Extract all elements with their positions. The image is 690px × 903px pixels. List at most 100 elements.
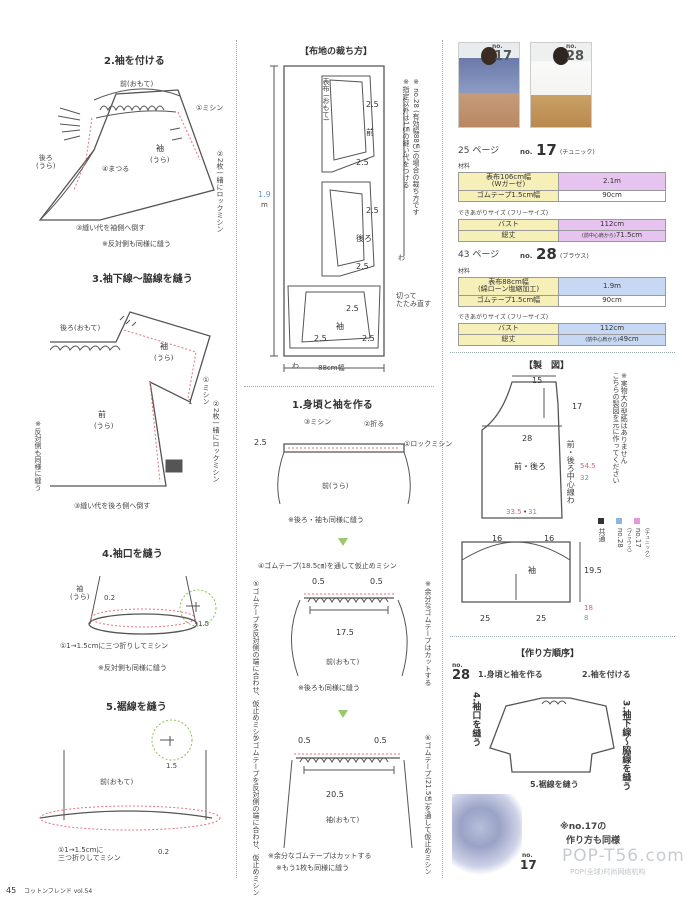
item17-size-1-name: 総丈	[458, 230, 559, 242]
order-s5: 5.裾線を縫う	[530, 780, 579, 789]
mid-step1-left-v: ⑤ゴムテープを反対側の端に合わせ、仮止めミシン	[252, 580, 261, 742]
step4-d15: 1.5	[198, 620, 210, 628]
table-row: バスト 112cm	[458, 219, 666, 231]
cutting-wa: わ	[398, 254, 405, 262]
pattern-s8: 8	[584, 614, 589, 622]
step5-d15: 1.5	[166, 762, 178, 770]
item28-materials-table: 表布88cm幅 (綿ローン塩縮加工) 1.9m ゴムテープ1.5cm幅 90cm	[458, 277, 666, 307]
item17-no-label: no.	[520, 148, 533, 156]
pattern-d335: 33.5	[506, 508, 522, 516]
cutting-wa-bottom: わ	[292, 362, 299, 370]
pattern-diagram	[461, 375, 581, 603]
photo17-no: 17	[494, 49, 513, 64]
photo17-order-no: 17	[520, 858, 537, 872]
table-row: 表布88cm幅 (綿ローン塩縮加工) 1.9m	[458, 277, 666, 296]
step3-opposite-note: ※反対側も同様に縫う	[34, 420, 43, 491]
cutting-n25b: 2.5	[356, 158, 369, 167]
pattern-s195: 19.5	[584, 566, 602, 575]
item17-materials-table: 表布106cm幅 (Wガーゼ) 2.1m ゴムテープ1.5cm幅 90cm	[458, 172, 666, 202]
item17-size-0-name: バスト	[458, 219, 559, 231]
section-divider-right-a	[450, 352, 675, 353]
item17-no: 17	[536, 141, 557, 159]
step2-title: 2.袖を付ける	[104, 56, 165, 67]
pattern-d545: 54.5	[580, 462, 596, 470]
step4-sleeve-label: 袖 (うら)	[70, 585, 90, 602]
table-row: ゴムテープ1.5cm幅 90cm	[458, 189, 666, 202]
item17-size-1-value: 71.5cm	[615, 231, 643, 240]
pattern-d17: 17	[572, 402, 583, 411]
order-s2: 2.袖を付ける	[582, 670, 631, 679]
item28-size-1-note: (前中心肩から)	[585, 337, 620, 344]
pattern-body: 前・後ろ	[514, 462, 546, 471]
order-title: 【作り方順序】	[516, 649, 580, 659]
step3-sleeve-sub: (うら)	[154, 354, 174, 362]
photo28-no-label: no.	[566, 43, 577, 50]
cutting-n25d: 2.5	[356, 262, 369, 271]
pattern-d32: 32	[580, 474, 589, 482]
step3-sleeve-label: 袖	[160, 342, 168, 351]
pattern-d28: 28	[522, 434, 533, 443]
mid-step1-d05a: 0.5	[312, 577, 325, 586]
photo17-no-label: no.	[492, 43, 503, 50]
mid-step1-machine: ③ミシン	[304, 418, 332, 426]
cutting-n25f: 2.5	[314, 334, 327, 343]
step2-sleeve-label: 袖	[156, 144, 164, 153]
step3-num1: 1	[188, 398, 193, 406]
mid-step1b-diagram	[283, 753, 413, 849]
item28-no-label: no.	[520, 252, 533, 260]
pattern-s25b: 25	[536, 614, 547, 623]
mid-arrow-a	[338, 538, 348, 546]
step4-diagram	[88, 575, 217, 635]
cutting-fabric-label: 表布 (おもて)	[322, 78, 331, 121]
step3-diagram	[49, 311, 211, 487]
step2-serge-label: ②2枚一緒にロックミシン	[216, 150, 225, 233]
mid-step1b-note1: ※余分なゴムテープはカットする	[268, 852, 372, 860]
mid-step1-n25: 2.5	[254, 438, 267, 447]
order-no: 28	[452, 668, 471, 683]
step5-note: ①1→1.5cmに 三つ折りしてミシン	[58, 846, 121, 863]
model-photo-28	[530, 42, 592, 128]
pattern-note: ※実物大の型紙はありません こちらの製図を元に作ってください	[612, 372, 629, 484]
item17-size-label: できあがりサイズ (フリーサイズ)	[458, 210, 549, 217]
pattern-s16b: 16	[544, 534, 555, 543]
item17-kind: (チュニック)	[560, 149, 595, 156]
mid-step1b-sleeve: 袖(おもて)	[326, 816, 360, 824]
cutting-n25e: 2.5	[346, 304, 359, 313]
garment-photo-17	[452, 794, 522, 878]
pattern-s18: 18	[584, 604, 593, 612]
step4-title: 4.袖口を縫う	[102, 549, 163, 560]
pattern-dot: •	[523, 508, 528, 516]
watermark-sub: POP(全球)时尚网络机构	[570, 868, 646, 876]
legend-28: no.28	[616, 528, 625, 548]
step4-note: ①1→1.5cmに三つ折りしてミシン	[60, 642, 169, 650]
cutting-length-unit: m	[261, 201, 268, 209]
cutting-title: 【布地の裁ち方】	[300, 47, 373, 57]
legend-common: 共通	[598, 528, 607, 542]
pattern-s16a: 16	[492, 534, 503, 543]
mid-step1-elastic: ④ゴムテープ(18.5㎝)を通して仮止めミシン	[258, 562, 397, 570]
mid-step1-front-face: 前(おもて)	[326, 658, 360, 666]
step2-sleeve-sub: (うら)	[150, 156, 170, 164]
mid-step1-diagram	[277, 443, 411, 505]
cutting-note-b: ※指定以外は1㎝の縫い代をつける	[402, 78, 411, 189]
order-s4: 4.袖口を縫う	[470, 692, 481, 747]
step2-back-label: 後ろ (うら)	[36, 154, 56, 171]
step2-opposite-note: ※反対側も同様に縫う	[102, 240, 171, 248]
item17-material-1-name: ゴムテープ1.5cm幅	[458, 189, 559, 202]
step4-d02: 0.2	[104, 594, 116, 602]
legend-17: no.17	[634, 528, 643, 548]
mid-step1-back-note: ※後ろも同様に縫う	[298, 684, 360, 692]
item28-material-1-name: ゴムテープ1.5cm幅	[458, 294, 559, 307]
mid-step1b-left-v: ⑦ゴムテープを反対側の端に合わせ、仮止めミシン	[252, 734, 261, 896]
cutting-n25a: 2.5	[366, 100, 379, 109]
section-divider-right-b	[450, 636, 675, 637]
section-divider-middle	[244, 386, 434, 387]
mid-step1-cut-v: ※余分なゴムテープはカットする	[424, 580, 433, 686]
legend-17-sub: (チュニック)	[643, 528, 650, 557]
item28-no: 28	[536, 245, 557, 263]
item28-size-1-cell: (前中心肩から)49cm	[558, 334, 666, 346]
item17-sizes-table: バスト 112cm 総丈 (前中心肩から)71.5cm	[458, 219, 666, 242]
step5-title: 5.裾線を縫う	[106, 702, 167, 713]
item28-material-1-value: 90cm	[558, 294, 666, 307]
cutting-n25c: 2.5	[366, 206, 379, 215]
